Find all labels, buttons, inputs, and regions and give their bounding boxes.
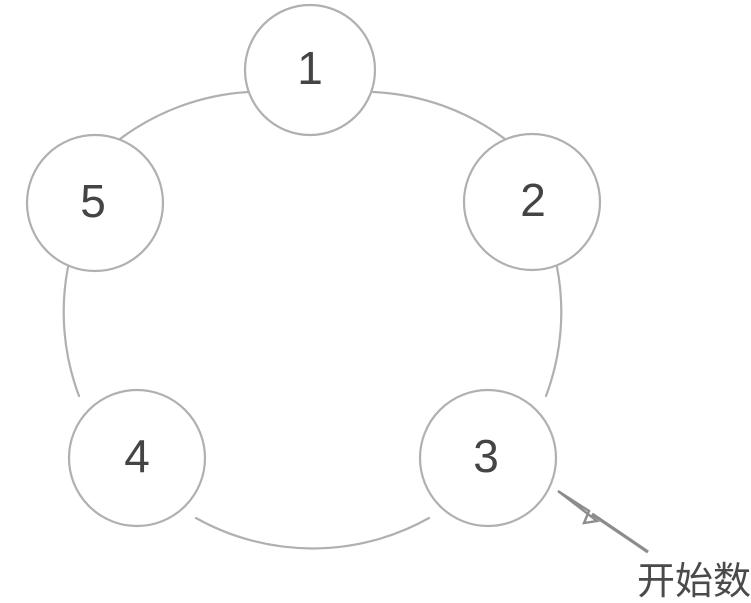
arc-1-to-2 — [371, 90, 507, 141]
node-circle-3[interactable] — [418, 388, 558, 528]
node-group-5[interactable]: 5 — [25, 133, 165, 273]
start-pointer-arrow — [557, 489, 649, 554]
node-group-2[interactable]: 2 — [462, 132, 602, 272]
node-circle-2[interactable] — [462, 132, 602, 272]
node-group-3[interactable]: 3 — [418, 388, 558, 528]
node-label-2: 2 — [520, 174, 546, 226]
node-circle-4[interactable] — [67, 388, 207, 528]
node-circle-1[interactable] — [243, 3, 377, 137]
arrow-shaft — [591, 512, 649, 554]
arc-4-to-5 — [62, 265, 81, 398]
node-label-4: 4 — [124, 430, 150, 482]
ring-connections — [62, 90, 563, 550]
start-annotation-label: 开始数 — [637, 559, 751, 603]
node-label-5: 5 — [80, 175, 106, 227]
node-group-1[interactable]: 1 — [243, 3, 377, 137]
arc-2-to-3 — [544, 265, 563, 398]
node-label-1: 1 — [297, 42, 323, 94]
node-circle-5[interactable] — [25, 133, 165, 273]
arc-5-to-1 — [118, 90, 250, 141]
node-label-3: 3 — [473, 430, 499, 482]
arrow-head-icon — [557, 489, 600, 525]
node-group-4[interactable]: 4 — [67, 388, 207, 528]
arc-3-to-4 — [194, 516, 431, 550]
